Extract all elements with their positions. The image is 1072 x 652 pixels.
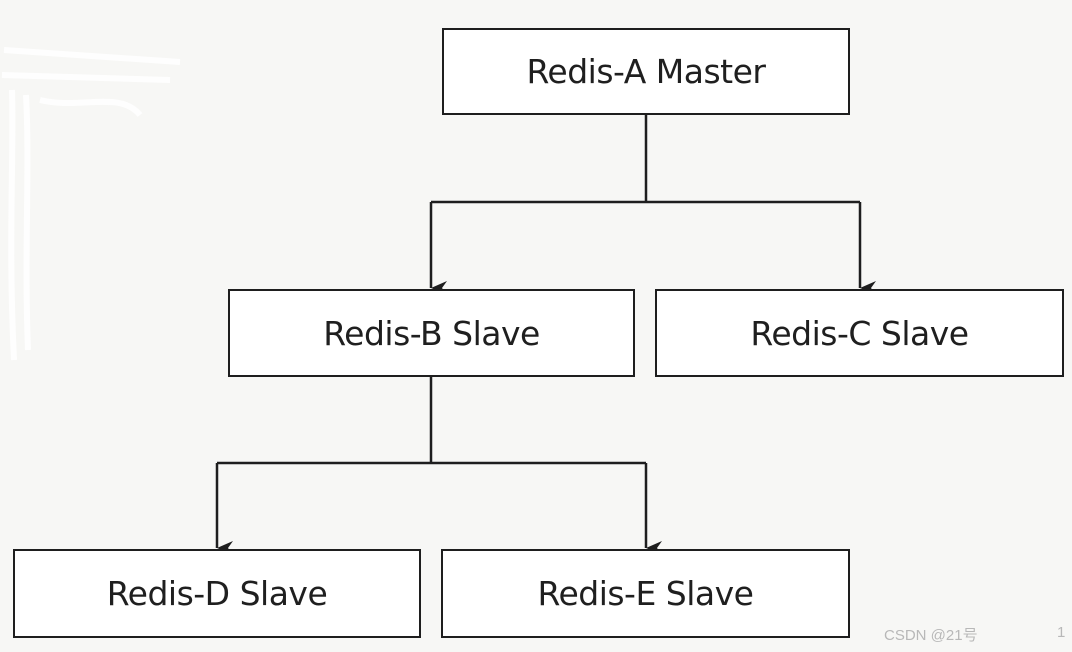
node-redis-e-slave: Redis-E Slave: [441, 549, 850, 638]
node-redis-a-master: Redis-A Master: [442, 28, 850, 115]
decorative-scribble: [1, 47, 181, 361]
watermark-text: CSDN @21号: [884, 627, 978, 644]
node-label: Redis-D Slave: [106, 574, 328, 613]
node-redis-c-slave: Redis-C Slave: [655, 289, 1064, 377]
page-number: 1: [1057, 624, 1066, 641]
node-label: Redis-C Slave: [750, 313, 969, 353]
node-label: Redis-B Slave: [323, 313, 540, 353]
node-redis-d-slave: Redis-D Slave: [13, 549, 421, 638]
node-redis-b-slave: Redis-B Slave: [228, 289, 635, 377]
node-label: Redis-A Master: [526, 52, 766, 91]
node-label: Redis-E Slave: [537, 574, 754, 613]
